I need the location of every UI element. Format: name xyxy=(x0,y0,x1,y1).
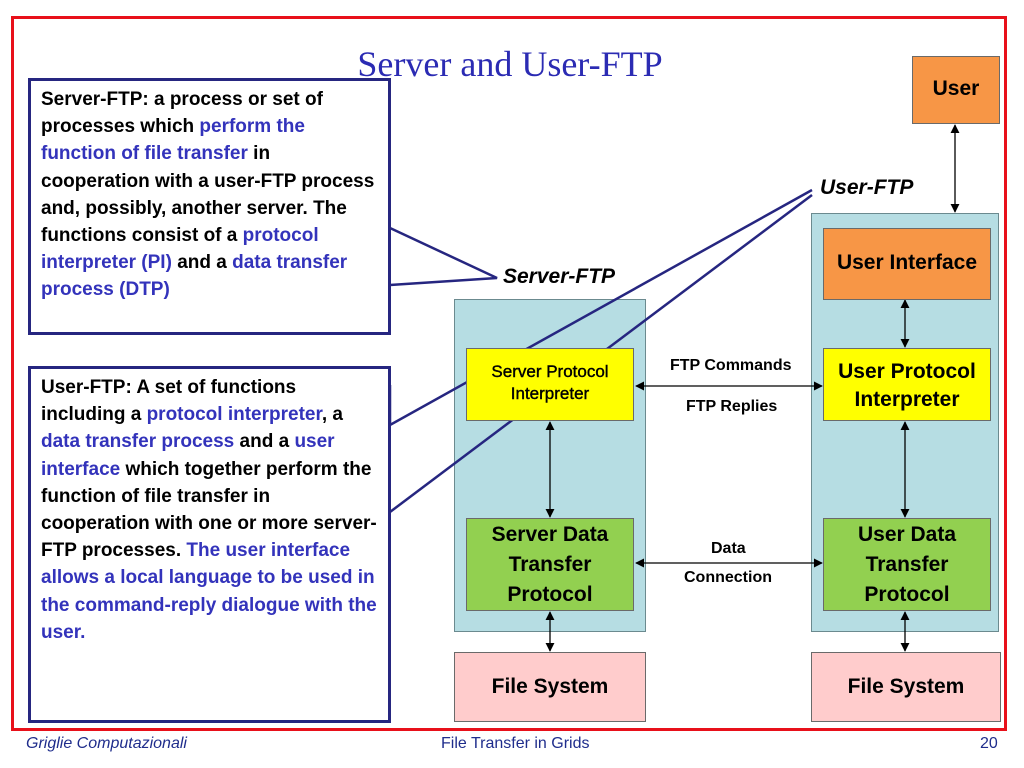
server-callout-highlight-3: data transfer process (DTP) xyxy=(41,252,348,301)
page-number: 20 xyxy=(980,735,998,752)
user-callout-text-4: which together perform the function of f… xyxy=(41,458,377,562)
server-callout-highlight-1: perform the function of file transfer xyxy=(41,116,305,165)
user-interface-box: User Interface xyxy=(823,228,991,300)
user-data-transfer-box: User Data Transfer Protocol xyxy=(823,518,991,611)
user-callout-text-2: , a xyxy=(321,404,343,426)
user-ftp-callout: User-FTP: A set of functions including a… xyxy=(28,366,391,723)
user-callout-highlight-3: user interface xyxy=(41,431,335,480)
server-file-system-box: File System xyxy=(454,652,646,722)
footer-topic: File Transfer in Grids xyxy=(441,735,590,752)
user-callout-highlight-1: protocol interpreter xyxy=(146,404,322,426)
user-callout-highlight-2: data transfer process xyxy=(41,431,235,453)
footer-course: Griglie Computazionali xyxy=(26,735,187,752)
server-callout-pointer xyxy=(389,226,498,287)
user-callout-text-3: and a xyxy=(234,431,295,453)
user-callout-pointer-1 xyxy=(388,188,813,428)
server-protocol-interpreter-box: Server Protocol Interpreter xyxy=(466,348,634,421)
user-protocol-interpreter-box: User Protocol Interpreter xyxy=(823,348,991,421)
ftp-replies-label: FTP Replies xyxy=(686,398,778,415)
connection-label: Connection xyxy=(684,569,772,586)
server-ftp-label: Server-FTP xyxy=(503,265,616,288)
server-callout-text-1: Server-FTP: a process or set of processe… xyxy=(41,89,323,138)
user-ftp-label: User-FTP xyxy=(820,176,914,199)
user-callout-highlight-4: The user interface allows a local langua… xyxy=(41,540,377,643)
user-callout-text-1: User-FTP: A set of functions including a xyxy=(41,377,297,426)
server-callout-highlight-2: protocol interpreter (PI) xyxy=(41,225,319,274)
user-box: User xyxy=(912,56,1000,124)
user-file-system-box: File System xyxy=(811,652,1001,722)
slide-frame xyxy=(11,16,1007,731)
server-callout-text-2: in cooperation with a user-FTP process a… xyxy=(41,143,375,247)
server-data-transfer-box: Server Data Transfer Protocol xyxy=(466,518,634,611)
server-callout-text-3: and a xyxy=(171,252,233,274)
data-label: Data xyxy=(711,540,746,557)
server-ftp-callout: Server-FTP: a process or set of processe… xyxy=(28,78,391,335)
ftp-commands-label: FTP Commands xyxy=(670,357,792,374)
slide-title: Server and User-FTP xyxy=(357,44,663,84)
